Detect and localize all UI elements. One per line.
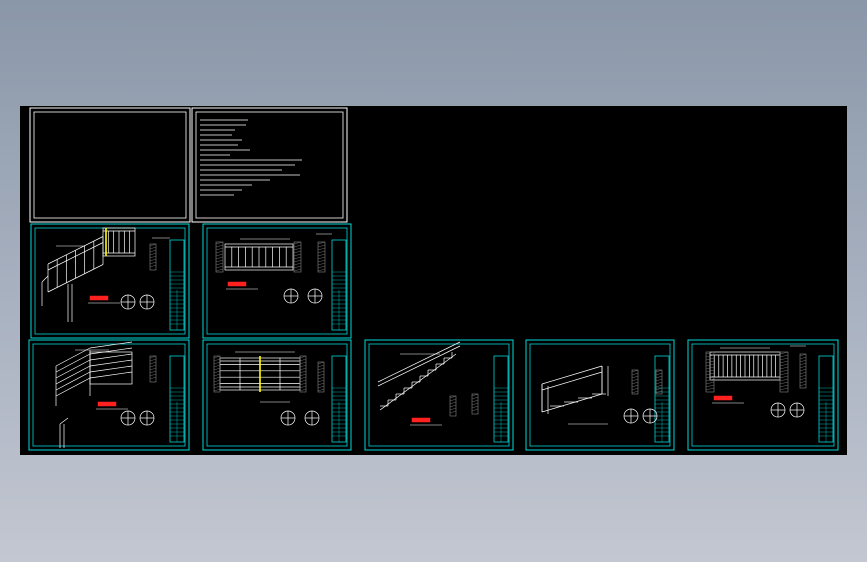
section-detail-circle <box>304 410 320 426</box>
sheet-inner-border <box>368 343 510 447</box>
railing-sheet-6[interactable] <box>525 339 675 451</box>
section-detail-circle <box>280 410 296 426</box>
railing-elevation <box>224 243 294 271</box>
railing-sheet-2[interactable] <box>202 223 352 339</box>
cad-drawing-canvas[interactable] <box>20 106 847 455</box>
title-block <box>331 239 347 331</box>
hatched-post <box>317 241 326 273</box>
section-detail-circle <box>139 410 155 426</box>
sheet-outer-border <box>687 339 839 451</box>
hatched-post <box>149 355 157 383</box>
hatched-post <box>449 395 457 417</box>
sheet-outer-border <box>28 339 190 451</box>
sheet-inner-border <box>691 343 835 447</box>
drawing-model-space[interactable] <box>20 106 847 455</box>
title-block <box>654 355 670 443</box>
section-detail-circle <box>789 402 805 418</box>
sheet-outer-border <box>202 339 352 451</box>
title-block <box>331 355 347 443</box>
hatched-post <box>299 355 307 393</box>
handrail <box>377 345 461 387</box>
handrail <box>377 341 461 383</box>
railing-sheet-1[interactable] <box>30 223 190 339</box>
hatched-post <box>631 369 639 395</box>
red-section-label <box>226 281 258 290</box>
sheet-outer-border <box>202 223 352 339</box>
sheet-inner-border <box>206 227 348 335</box>
hatched-post <box>705 351 715 393</box>
staircase-steps <box>379 352 457 411</box>
sheet-inner-border <box>32 343 186 447</box>
sheet-inner-border <box>206 343 348 447</box>
hatched-post <box>293 241 302 273</box>
stepped-base <box>550 393 606 407</box>
section-detail-circle <box>307 288 323 304</box>
hatched-post <box>799 353 807 389</box>
railing-sheet-4[interactable] <box>202 339 352 451</box>
sheet-outer-border <box>364 339 514 451</box>
notes-text-lines <box>200 119 302 196</box>
railing-elevation <box>709 351 781 381</box>
red-section-label <box>96 401 128 410</box>
section-detail-circle <box>623 408 639 424</box>
hatched-post <box>213 355 221 393</box>
cover-sheet[interactable] <box>29 107 191 223</box>
stair-railing <box>47 236 104 293</box>
section-detail-circle <box>770 402 786 418</box>
title-block <box>818 355 834 443</box>
railing-sheet-7[interactable] <box>687 339 839 451</box>
title-block <box>169 355 185 443</box>
railing-elevation <box>102 227 136 257</box>
red-section-label <box>410 417 442 426</box>
section-detail-circle <box>642 408 658 424</box>
title-block <box>169 239 185 331</box>
title-block <box>493 355 509 443</box>
section-detail-circle <box>120 410 136 426</box>
sheet-inner-border <box>529 343 671 447</box>
hatched-post <box>317 361 325 393</box>
hatched-post <box>471 393 479 415</box>
stair-sheet-5[interactable] <box>364 339 514 451</box>
sheet-outer-border <box>525 339 675 451</box>
notes-sheet[interactable] <box>191 107 348 223</box>
red-section-label <box>712 395 744 404</box>
section-detail-circle <box>120 294 136 310</box>
section-detail-circle <box>283 288 299 304</box>
stair-railing <box>541 365 603 413</box>
panel-railing <box>55 341 133 406</box>
hatched-post <box>655 369 663 395</box>
section-detail-circle <box>139 294 155 310</box>
hatched-post <box>779 351 789 393</box>
hatched-post <box>215 241 224 273</box>
red-section-label <box>88 295 120 304</box>
sheet-outer-border <box>30 223 190 339</box>
railing-sheet-3[interactable] <box>28 339 190 451</box>
hatched-post <box>149 243 157 271</box>
